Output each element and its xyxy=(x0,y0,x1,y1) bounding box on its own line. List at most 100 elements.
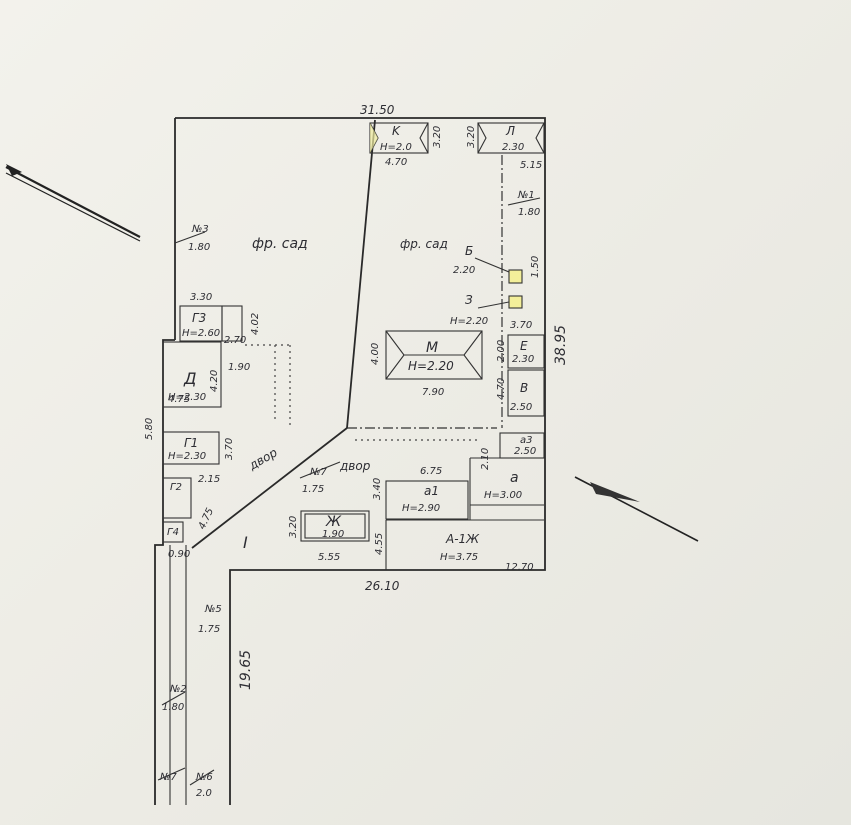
dim-g3-top: 3.30 xyxy=(190,292,212,303)
building-l-name: Л xyxy=(505,124,515,138)
fence-n7-bottom: №7 xyxy=(157,767,186,783)
building-b-small: Б 2.20 xyxy=(453,244,523,284)
north-arrow-right-icon xyxy=(574,476,699,542)
dim-z-bottom: 3.70 xyxy=(510,320,532,331)
building-g3: Г3 Н=2.60 xyxy=(179,305,243,342)
building-g2-name: Г2 xyxy=(170,482,182,493)
yard-label-right: двор xyxy=(339,459,371,473)
building-a3-name: а3 xyxy=(520,435,533,446)
building-a-main-name: А-1Ж xyxy=(445,532,480,546)
garden-label-left: фр. сад xyxy=(252,236,308,252)
building-zh-name: Ж xyxy=(325,514,342,530)
building-z-small: З Н=2.20 xyxy=(450,293,523,327)
fence-n6-name: №6 xyxy=(195,772,213,783)
building-a-height: Н=3.00 xyxy=(484,490,522,501)
building-v: В 2.50 xyxy=(507,369,545,417)
building-a1-name: а1 xyxy=(424,484,439,498)
dim-zh-side: 3.20 xyxy=(288,516,299,538)
building-g1-name: Г1 xyxy=(184,436,198,450)
internal-boundaries xyxy=(191,119,503,549)
building-m-name: М xyxy=(426,340,438,356)
north-arrow-top-left-icon xyxy=(5,164,141,242)
building-g3-height: Н=2.60 xyxy=(182,328,220,339)
dim-a-left: 4.55 xyxy=(374,533,385,555)
dim-left-mid: 5.80 xyxy=(144,418,155,440)
garden-label-right: фр. сад xyxy=(400,237,448,251)
fence-n3-value: 1.80 xyxy=(188,242,210,253)
building-m: М Н=2.20 xyxy=(385,330,483,380)
dim-g2-top: 2.15 xyxy=(198,474,220,485)
site-boundary xyxy=(154,117,546,805)
building-a-name: а xyxy=(510,470,519,486)
section-label: I xyxy=(243,533,248,552)
building-g4-name: Г4 xyxy=(167,527,179,538)
building-e: Е 2.30 xyxy=(507,334,545,369)
building-g4: Г4 xyxy=(162,521,184,543)
fence-n7-value: 1.75 xyxy=(302,484,324,495)
building-z-name: З xyxy=(465,293,473,307)
dim-a1-top: 6.75 xyxy=(420,466,442,477)
dim-l-side: 3.20 xyxy=(466,126,477,148)
yard-label-left: двор xyxy=(246,445,280,473)
fence-n6: №6 2.0 xyxy=(189,769,215,799)
dim-g3-side: 4.02 xyxy=(250,313,261,335)
fence-n1-value: 1.80 xyxy=(518,207,540,218)
building-e-name: Е xyxy=(520,339,528,353)
building-a: а Н=3.00 xyxy=(386,457,544,521)
fence-n5-value: 1.75 xyxy=(198,624,220,635)
building-k-name: K xyxy=(392,124,401,138)
building-d: Д Н=2.30 xyxy=(162,341,222,408)
dim-k-bottom: 4.70 xyxy=(385,157,407,168)
dim-g1-side: 3.70 xyxy=(224,438,235,460)
building-a1: а1 Н=2.90 xyxy=(385,480,469,520)
dim-a1-side: 3.40 xyxy=(372,478,383,500)
building-m-height: Н=2.20 xyxy=(408,359,454,373)
dim-right: 38.95 xyxy=(553,325,569,365)
building-g1: Г1 Н=2.30 xyxy=(162,431,220,465)
fence-n6-value: 2.0 xyxy=(196,788,212,799)
dim-corner: 0.90 xyxy=(168,549,190,560)
building-zh-height: 1.90 xyxy=(322,529,344,540)
dim-d-left: 4.75 xyxy=(168,394,190,405)
dim-m-side: 4.00 xyxy=(370,343,381,365)
building-g3-name: Г3 xyxy=(192,311,206,325)
building-k: K Н=2.0 xyxy=(369,122,429,154)
building-v-height: 2.50 xyxy=(510,402,532,413)
dim-k-side: 3.20 xyxy=(432,126,443,148)
dim-g3-small: 2.70 xyxy=(224,335,246,346)
dim-d-side: 4.20 xyxy=(209,370,220,392)
building-g2: Г2 xyxy=(162,477,192,519)
dim-b-side: 1.50 xyxy=(530,256,541,278)
building-b-height: 2.20 xyxy=(453,265,475,276)
dim-g3-bottom: 1.90 xyxy=(228,362,250,373)
fence-n7-name: №7 xyxy=(309,467,327,478)
fence-n2-name: №2 xyxy=(169,684,187,695)
building-k-height: Н=2.0 xyxy=(380,142,412,153)
dim-bottom: 26.10 xyxy=(365,579,400,593)
dim-a-side: 2.10 xyxy=(480,448,491,470)
building-d-height: Н=2.30 xyxy=(168,392,206,403)
building-v-name: В xyxy=(520,381,528,395)
dim-m-bottom: 7.90 xyxy=(422,387,444,398)
fence-n5: №5 1.75 xyxy=(198,604,222,635)
building-l: Л 2.30 xyxy=(477,122,545,154)
building-z-height: Н=2.20 xyxy=(450,316,488,327)
dim-l-bottom: 5.15 xyxy=(520,160,542,171)
fence-n2-value: 1.80 xyxy=(162,702,184,713)
fence-n1-name: №1 xyxy=(517,190,535,201)
fence-n3-name: №3 xyxy=(191,224,209,235)
building-a1-height: Н=2.90 xyxy=(402,503,440,514)
dim-lower-left: 19.65 xyxy=(238,650,254,690)
dim-a-bottom: 12.70 xyxy=(505,562,534,573)
building-d-name: Д xyxy=(183,369,197,388)
fence-n3: №3 1.80 xyxy=(174,224,210,253)
fence-n1: №1 1.80 xyxy=(507,190,540,218)
building-a-main-height: Н=3.75 xyxy=(440,552,478,563)
building-a3-height: 2.50 xyxy=(514,446,536,457)
fence-n7b-name: №7 xyxy=(159,772,177,783)
dim-v-side: 4.70 xyxy=(496,378,507,400)
building-e-height: 2.30 xyxy=(512,354,534,365)
dim-diag: 4.75 xyxy=(197,506,216,531)
fence-n7: №7 1.75 xyxy=(299,461,341,495)
